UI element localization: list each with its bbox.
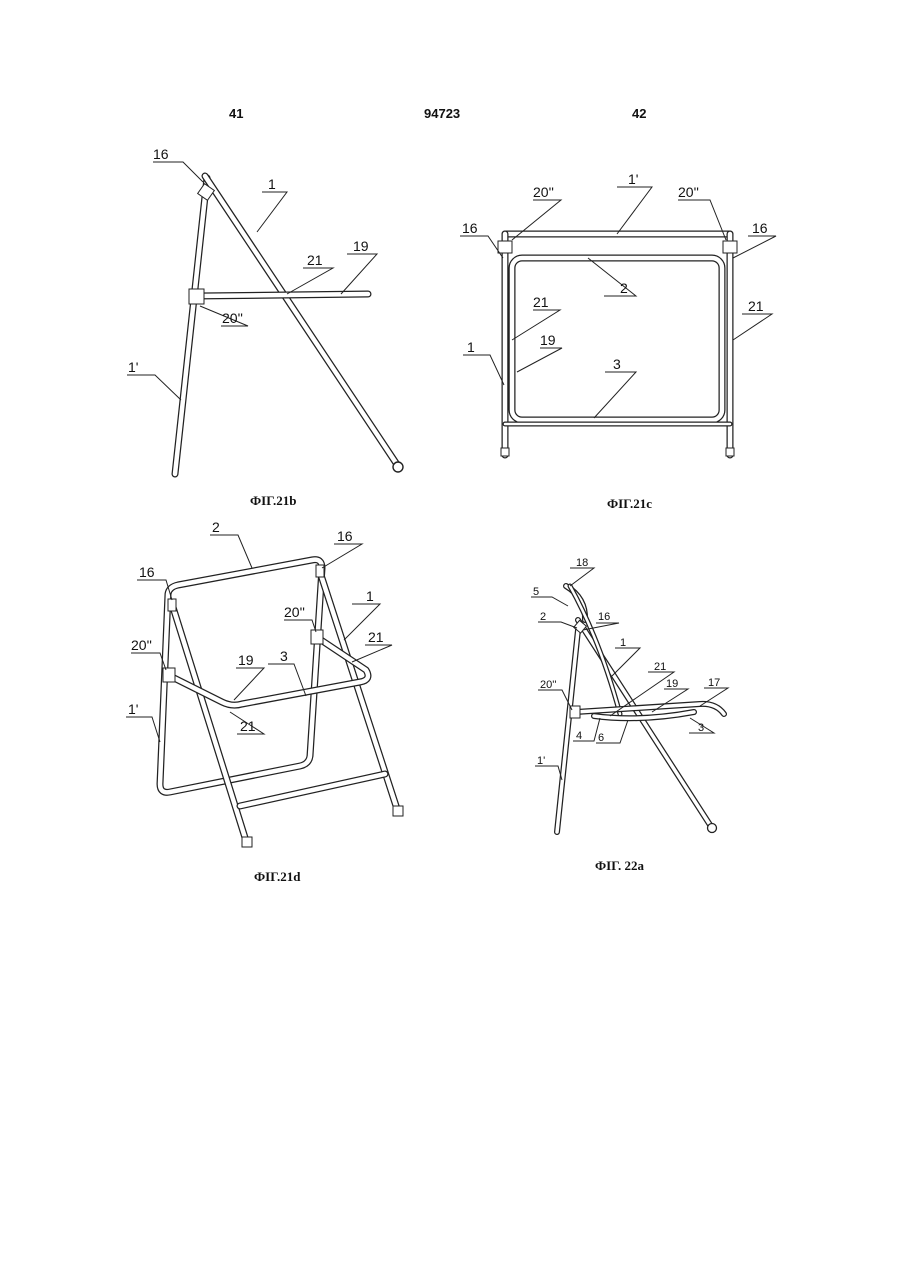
fig22a-label-21: 21 [654,661,666,673]
fig22a-label-3: 3 [698,722,704,734]
fig22a-frame [531,568,728,833]
fig22a-label-6: 6 [598,732,604,744]
fig22a-label-16: 16 [598,611,610,623]
fig22a-label-1-prime: 1' [537,755,545,767]
fig22a-label-18: 18 [576,557,588,569]
fig22a-caption: ФІГ. 22a [595,858,644,874]
fig22a-label-17: 17 [708,677,720,689]
fig22a-label-4: 4 [576,730,582,742]
fig22a-label-2: 2 [540,611,546,623]
fig22a-label-20: 20'' [540,679,556,691]
fig22a-label-1: 1 [620,637,626,649]
fig22a-label-5: 5 [533,586,539,598]
fig22a-label-19: 19 [666,678,678,690]
